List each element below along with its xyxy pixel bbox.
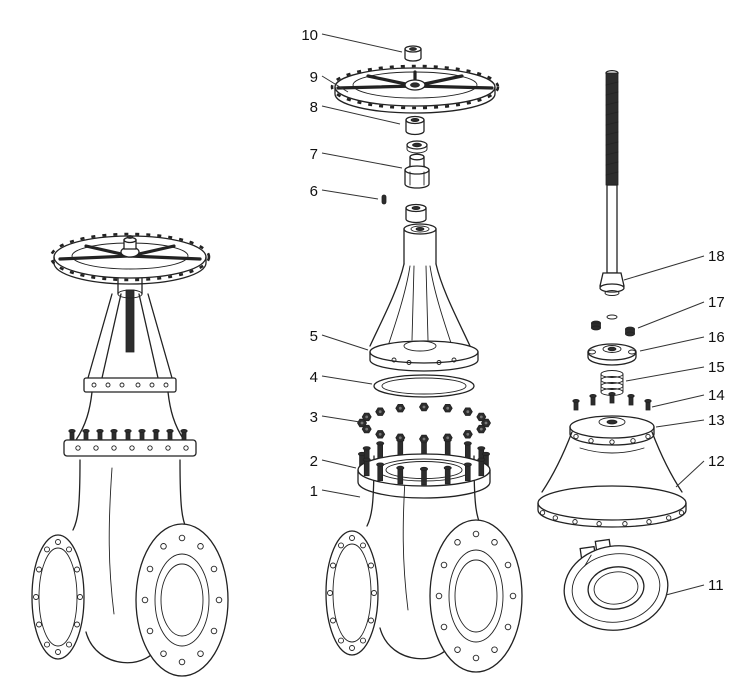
callout-13: 13 [655, 412, 725, 429]
callout-6: 6 [310, 183, 379, 200]
callout-3: 3 [310, 409, 361, 426]
callout-18: 18 [623, 248, 725, 281]
callout-2-label: 2 [310, 453, 318, 470]
part-body [325, 455, 523, 673]
callout-11: 11 [665, 577, 724, 596]
part-packing-nut [405, 203, 427, 224]
part-washer [406, 140, 428, 154]
callout-17: 17 [637, 294, 725, 329]
assembled-body [31, 428, 229, 677]
callout-2: 2 [310, 453, 357, 470]
part-cap-nut [404, 45, 422, 62]
callout-14: 14 [651, 387, 725, 408]
exploded-main-assembly [325, 45, 523, 673]
callout-1-label: 1 [310, 483, 318, 500]
callout-15-label: 15 [708, 359, 725, 376]
part-gland-flange [587, 343, 637, 366]
part-packing-spring [600, 370, 624, 396]
assembled-handwheel [49, 232, 211, 285]
callout-4-label: 4 [310, 369, 318, 386]
part-handwheel [330, 64, 500, 114]
callout-9-label: 9 [310, 69, 318, 86]
assembled-valve [31, 232, 229, 677]
callout-5: 5 [310, 328, 369, 351]
part-bonnet-flange [569, 415, 655, 446]
callout-3-label: 3 [310, 409, 318, 426]
callout-12: 12 [675, 453, 725, 488]
callout-1: 1 [310, 483, 361, 500]
part-bonnet-dome [537, 431, 687, 528]
callout-15: 15 [625, 359, 725, 382]
part-gland-bushing [405, 115, 425, 136]
callout-5-label: 5 [310, 328, 318, 345]
callout-8: 8 [310, 99, 401, 125]
part-yoke-bonnet [369, 223, 479, 372]
callout-13-label: 13 [708, 412, 725, 429]
callout-16: 16 [639, 329, 725, 352]
part-gland-bolts [591, 314, 635, 337]
callout-9: 9 [310, 69, 349, 93]
part-body-flange-studs [357, 436, 491, 499]
part-stem [599, 69, 625, 296]
callout-12-label: 12 [708, 453, 725, 470]
callout-11-label: 11 [708, 577, 724, 594]
callout-18-label: 18 [708, 248, 725, 265]
callout-7-label: 7 [310, 146, 318, 163]
callout-14-label: 14 [708, 387, 725, 404]
callout-6-label: 6 [310, 183, 318, 200]
callout-7: 7 [310, 146, 403, 169]
exploded-bonnet-assembly [537, 69, 687, 631]
part-gate-disc [563, 538, 669, 631]
assembled-yoke [74, 267, 186, 441]
callouts: 10 9 8 7 6 5 4 3 [301, 27, 725, 596]
callout-16-label: 16 [708, 329, 725, 346]
callout-8-label: 8 [310, 99, 318, 116]
callout-4: 4 [310, 369, 373, 386]
part-key-pin [381, 194, 387, 205]
part-bonnet-bolts [572, 391, 652, 411]
part-gasket [373, 374, 475, 398]
callout-10: 10 [301, 27, 403, 53]
callout-17-label: 17 [708, 294, 725, 311]
callout-10-label: 10 [301, 27, 318, 44]
part-stem-nut [404, 153, 430, 189]
part-nut-ring [357, 402, 491, 444]
